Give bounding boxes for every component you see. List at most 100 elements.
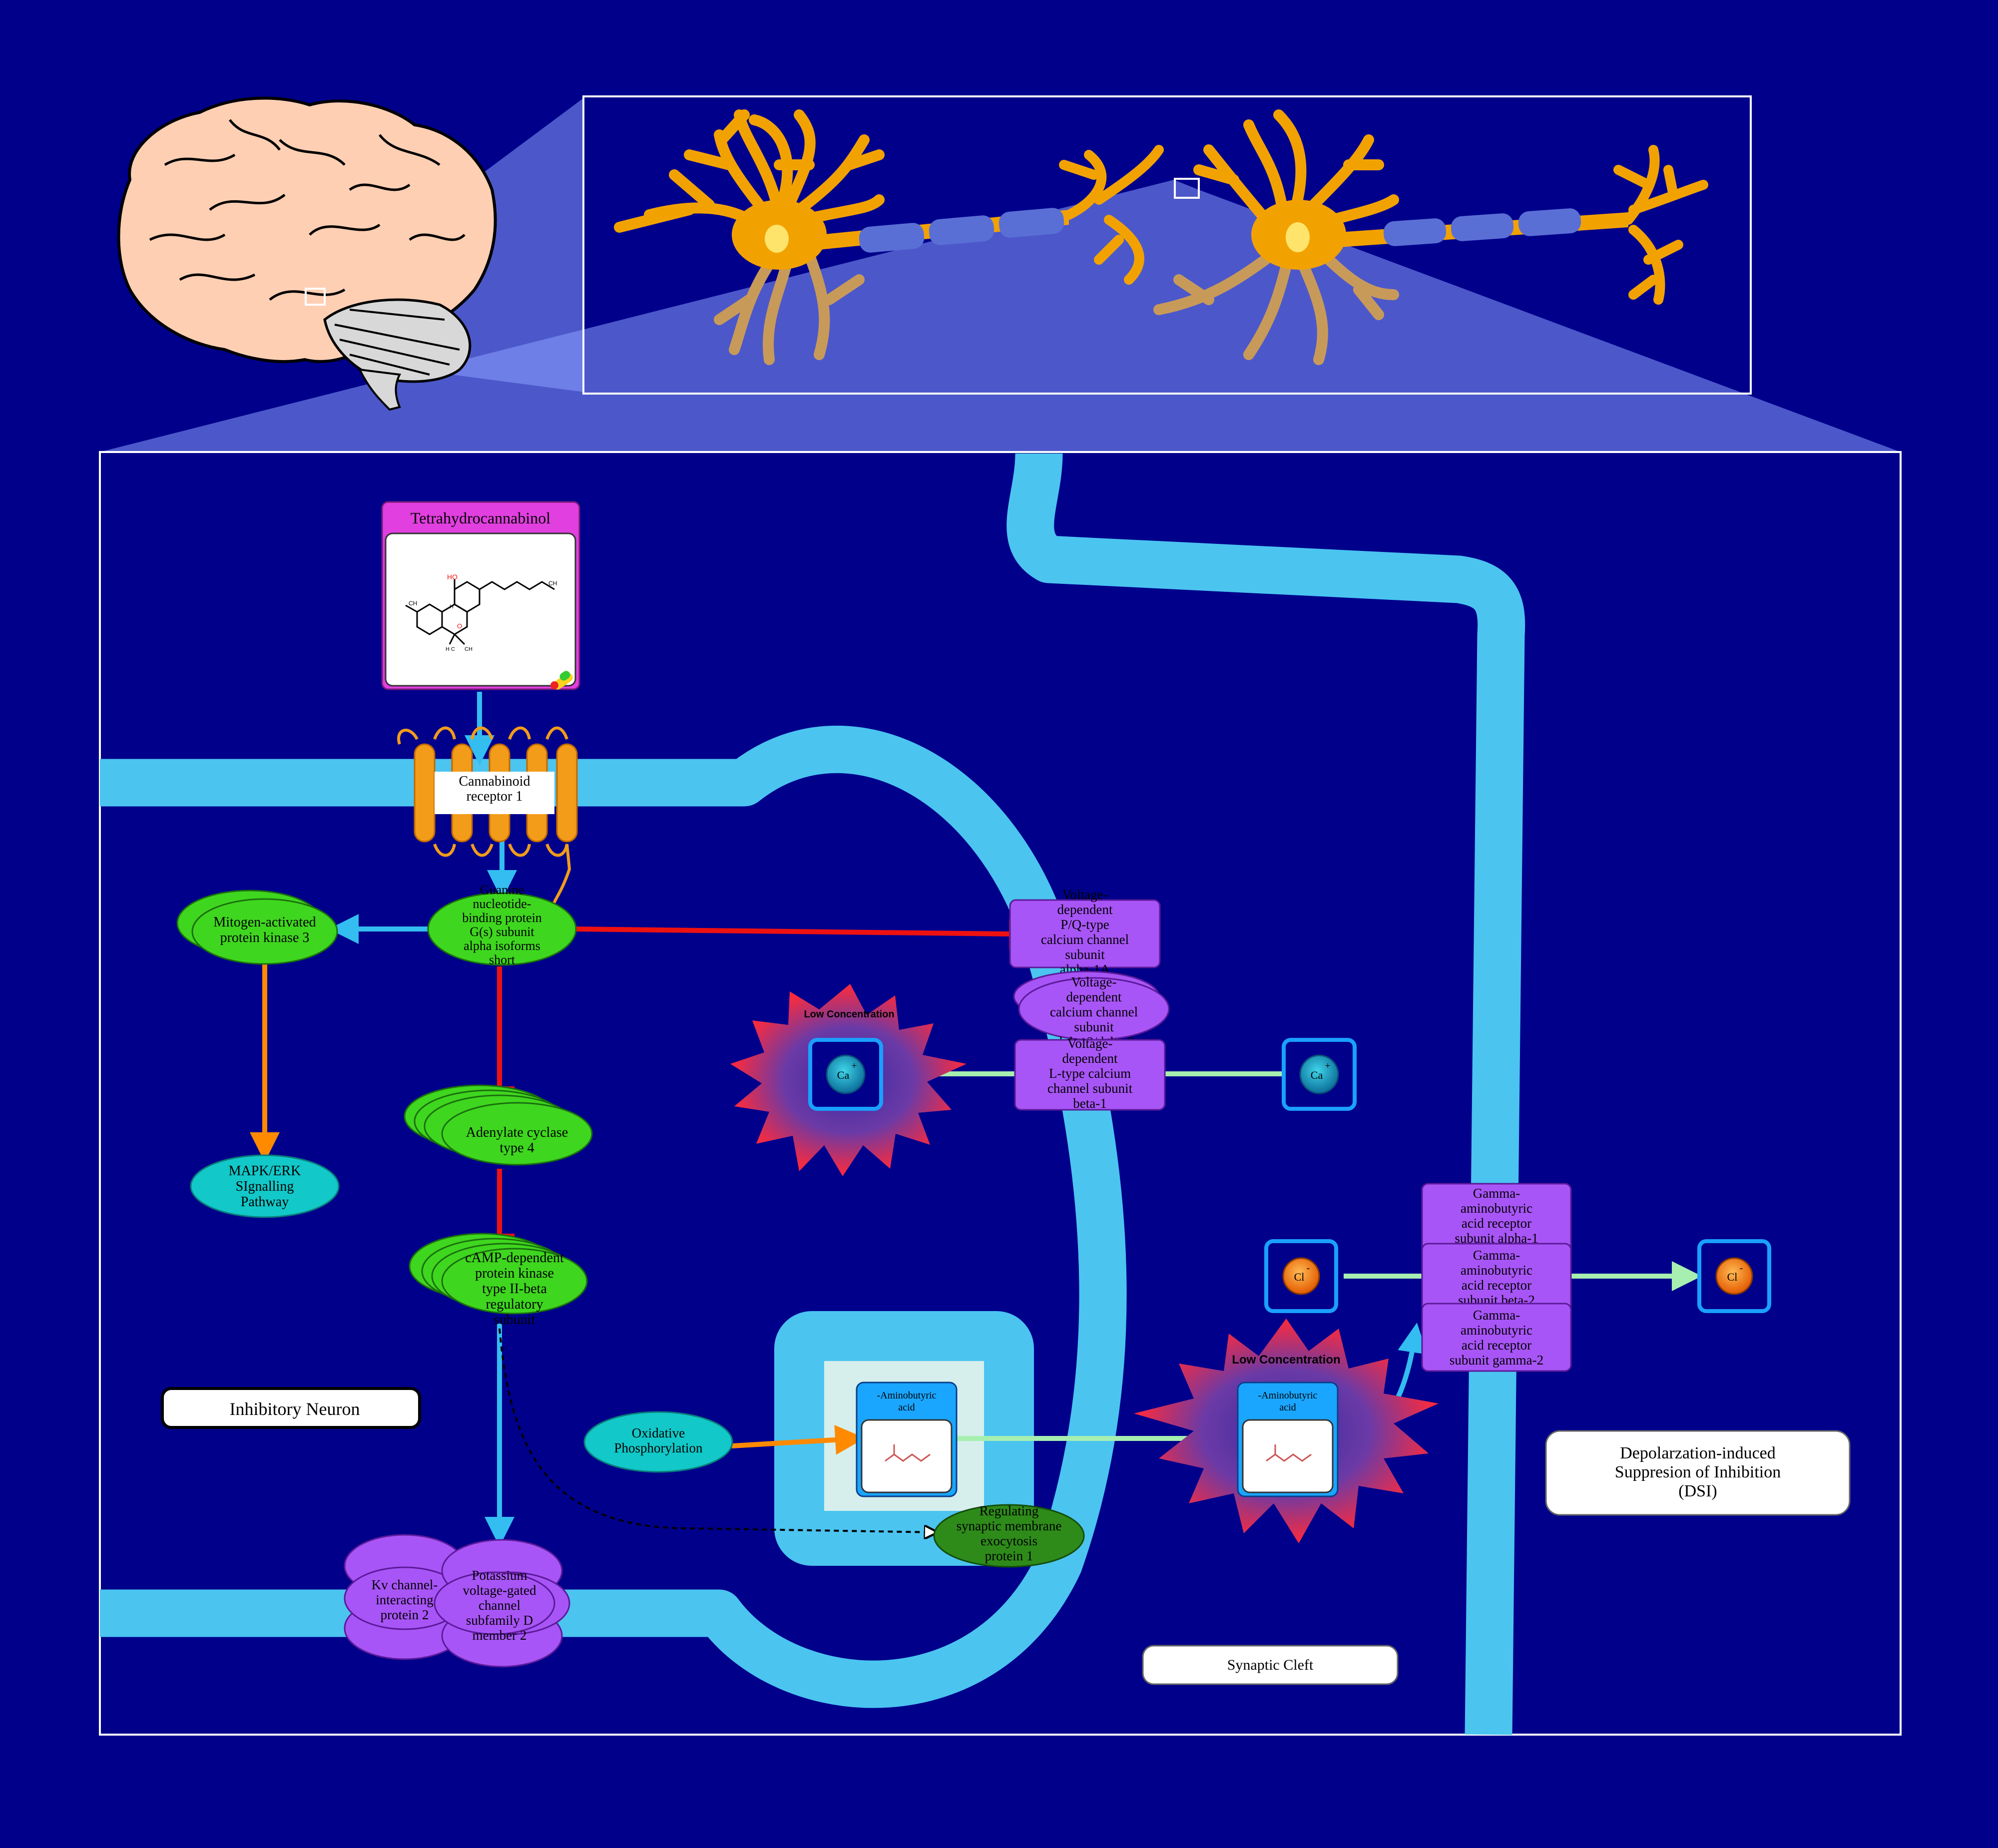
svg-text:O: O <box>457 622 462 630</box>
pka-node[interactable]: cAMP-dependent protein kinase type II-be… <box>409 1233 588 1328</box>
kchip2-label-line-2: interacting <box>376 1592 433 1607</box>
synaptic-cleft-label: Synaptic Cleft <box>1227 1657 1314 1673</box>
zoom-wedge-neuron <box>100 180 1901 452</box>
mapk3-label-line-2: protein kinase 3 <box>220 930 310 945</box>
thc-label: Tetrahydrocannabinol <box>411 509 550 527</box>
pathway-label-line-3: Pathway <box>241 1194 289 1210</box>
a2d2-label-line-2: dependent <box>1066 989 1122 1004</box>
pka-label-line-2: protein kinase <box>475 1266 554 1281</box>
ltype-label-line-3: L-type calcium <box>1049 1066 1131 1081</box>
cb1-receptor[interactable]: Cannabinoid receptor 1 <box>397 726 578 911</box>
chloride-ion-icon: Cl <box>1727 1271 1738 1283</box>
inhibitory-neuron-label-box: Inhibitory Neuron <box>161 1387 421 1429</box>
gabrg2-label-line-2: aminobutyric <box>1461 1323 1532 1338</box>
oxphos-node[interactable]: Oxidative Phosphorylation <box>583 1411 733 1473</box>
ltype-label-line-4: channel subunit <box>1047 1081 1133 1096</box>
gabrg2-label-line-4: subunit gamma-2 <box>1450 1353 1543 1368</box>
calcium-charge: + <box>1325 1060 1330 1071</box>
gabra1-label-line-2: aminobutyric <box>1461 1201 1532 1216</box>
kcnd2-label-line-2: voltage-gated <box>463 1583 536 1598</box>
synaptic-cleft-label-box: Synaptic Cleft <box>1142 1645 1399 1685</box>
svg-text:H C: H C <box>446 646 455 652</box>
thc-node[interactable]: Tetrahydrocannabinol HO CH CH O H C CH H <box>381 501 580 691</box>
kcnd2-label-line-5: member 2 <box>473 1628 527 1643</box>
rims1-label-line-2: synaptic membrane <box>957 1518 1062 1533</box>
neuron-illustration <box>614 109 1708 365</box>
chloride-ion-inside[interactable]: Cl - <box>1697 1239 1771 1313</box>
ltype-label-line-1: Voltage- <box>1067 1036 1113 1051</box>
adcy4-label-line-2: type 4 <box>500 1140 534 1156</box>
pq-label-line-1: Voltage- <box>1062 887 1108 902</box>
kcnd2-node[interactable]: Potassium voltage-gated channel subfamil… <box>434 1539 570 1668</box>
thc-structure-icon: HO CH CH O H C CH H <box>405 573 557 652</box>
gabrb2-node[interactable]: Gamma- aminobutyric acid receptor subuni… <box>1421 1243 1572 1312</box>
a2d2-label-line-1: Voltage- <box>1071 974 1117 989</box>
ltype-label-line-5: beta-1 <box>1073 1096 1106 1111</box>
low-concentration-label: Low Concentration <box>804 1009 894 1020</box>
dsi-label-line-1: Depolarzation-induced <box>1620 1444 1776 1462</box>
gabrb2-label-line-3: acid receptor <box>1462 1278 1531 1293</box>
adcy4-node[interactable]: Adenylate cyclase type 4 <box>404 1084 593 1166</box>
calcium-charge: + <box>851 1060 857 1071</box>
calcium-ion-icon: Ca <box>1311 1069 1323 1081</box>
svg-text:H: H <box>450 604 454 610</box>
gs-label-line-3: binding protein <box>462 911 542 925</box>
chloride-ion-outside[interactable]: Cl - <box>1264 1239 1338 1313</box>
kchip2-label-line-3: protein 2 <box>381 1607 429 1622</box>
drug-pill-icon <box>550 671 573 690</box>
oxphos-label-line-2: Phosphorylation <box>614 1440 703 1455</box>
kcnd2-label-line-1: Potassium <box>472 1568 527 1583</box>
pka-label-line-5: subunit <box>494 1312 535 1328</box>
inhibitory-neuron-label: Inhibitory Neuron <box>230 1399 360 1419</box>
gaba-structure-icon <box>885 1444 931 1462</box>
edge-gs-pqchannel <box>574 926 1012 936</box>
gaba-label-line-1: -Aminobutyric <box>1258 1390 1318 1401</box>
pathway-label-line-1: MAPK/ERK <box>229 1163 301 1179</box>
chloride-charge: - <box>1307 1263 1310 1274</box>
ltype-calcium-channel-node[interactable]: Voltage- dependent L-type calcium channe… <box>1014 1036 1166 1111</box>
calcium-ion-outside[interactable]: Ca + <box>1282 1038 1357 1111</box>
rims1-label-line-1: Regulating <box>980 1503 1038 1518</box>
gs-label-line-2: nucleotide- <box>473 897 531 911</box>
gabra1-label-line-1: Gamma- <box>1473 1186 1520 1201</box>
svg-text:CH: CH <box>465 646 473 652</box>
postsynaptic-membrane <box>1006 453 1525 1735</box>
kcnd2-label-line-3: channel <box>479 1598 520 1613</box>
gaba-structure-icon <box>1266 1444 1312 1462</box>
gaba-label-line-2: acid <box>898 1402 915 1413</box>
calcium-ion-inside[interactable]: Ca + <box>808 1038 883 1111</box>
chloride-ion-icon: Cl <box>1294 1271 1305 1283</box>
mapk3-node[interactable]: Mitogen-activated protein kinase 3 <box>176 890 338 965</box>
svg-text:CH: CH <box>548 580 557 587</box>
kcnd2-label-line-4: subfamily D <box>466 1613 533 1628</box>
neuron-panel <box>582 95 1752 395</box>
gabrb2-label-line-1: Gamma- <box>1473 1248 1520 1263</box>
pka-label-line-1: cAMP-dependent <box>465 1250 564 1266</box>
adcy4-label-line-1: Adenylate cyclase <box>466 1125 568 1140</box>
oxphos-label-line-1: Oxidative <box>632 1425 685 1440</box>
dsi-label-line-3: (DSI) <box>1678 1482 1717 1500</box>
gs-label-line-1: Guanine <box>480 883 524 897</box>
calcium-ion-icon: Ca <box>837 1069 850 1081</box>
gaba-vesicle-node[interactable]: -Aminobutyric acid <box>856 1382 958 1497</box>
mapk-erk-pathway-node[interactable]: MAPK/ERK SIgnalling Pathway <box>190 1154 340 1218</box>
a2d2-label-line-4: subunit <box>1074 1019 1114 1034</box>
edge-pka-rims1 <box>499 1328 937 1532</box>
gabrg2-node[interactable]: Gamma- aminobutyric acid receptor subuni… <box>1421 1303 1572 1372</box>
gaba-cleft-node[interactable]: -Aminobutyric acid <box>1237 1382 1339 1497</box>
pka-label-line-3: type II-beta <box>482 1281 547 1297</box>
gaba-label-line-1: -Aminobutyric <box>877 1390 937 1401</box>
edge-oxphos-gaba <box>731 1424 865 1455</box>
pq-label-line-3: P/Q-type <box>1060 917 1109 932</box>
pka-label-line-4: regulatory <box>486 1297 543 1312</box>
gs-alpha-node[interactable]: Guanine nucleotide- binding protein G(s)… <box>427 883 577 967</box>
pq-calcium-channel-node[interactable]: Voltage- dependent P/Q-type calcium chan… <box>1009 887 1161 977</box>
svg-text:HO: HO <box>447 573 458 581</box>
kchip2-node[interactable]: Kv channel- interacting protein 2 <box>344 1534 466 1660</box>
gs-label-line-5: alpha isoforms <box>464 938 540 953</box>
brain-illustration <box>117 96 497 411</box>
cb1-label-line-1: Cannabinoid <box>459 774 530 789</box>
rims1-node[interactable]: Regulating synaptic membrane exocytosis … <box>933 1503 1085 1568</box>
dsi-label-box: Depolarzation-induced Suppresion of Inhi… <box>1545 1430 1851 1516</box>
